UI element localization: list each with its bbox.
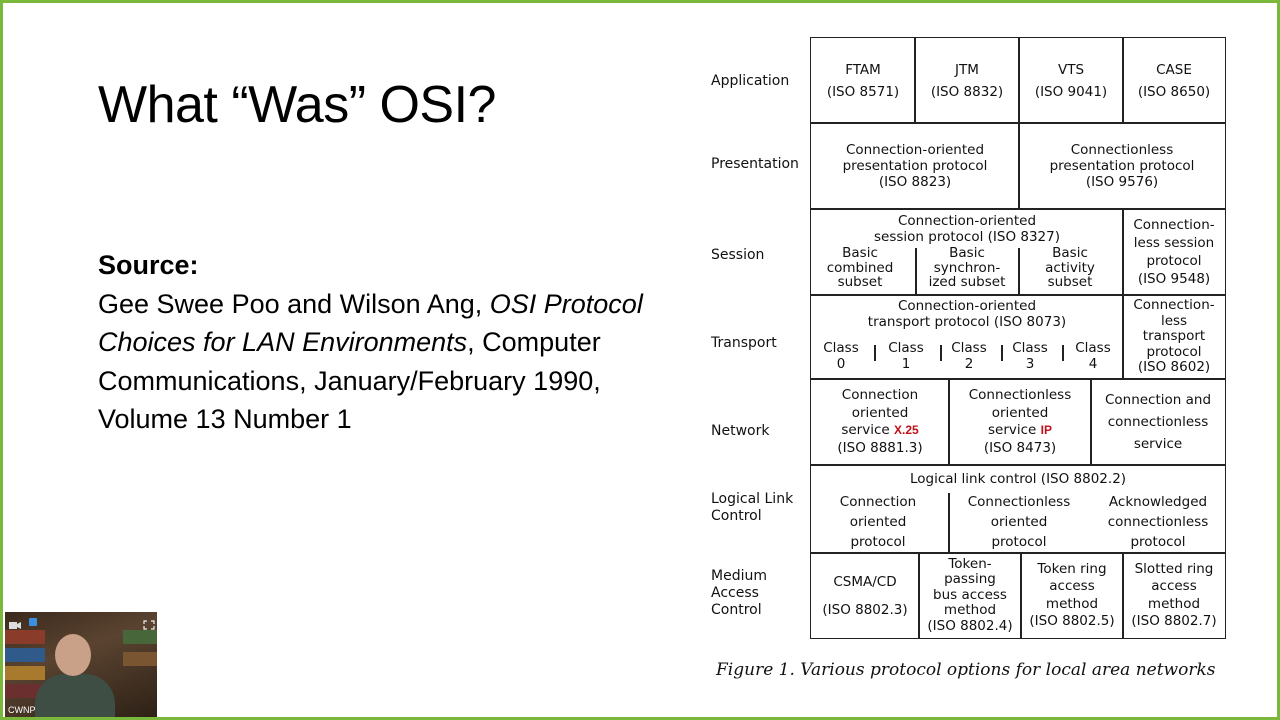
layer-label-mac: Medium Access Control [711, 568, 767, 618]
app-cell-case: CASE(ISO 8650) [1122, 37, 1226, 124]
llc-header-cell: Logical link control (ISO 8802.2) [810, 464, 1226, 554]
session-subset-divider [915, 248, 917, 294]
transport-class-divider [874, 345, 876, 361]
layer-label-application: Application [711, 73, 790, 89]
mac-csma-cd: CSMA/CD(ISO 8802.3) [810, 552, 920, 639]
bookshelf [123, 652, 157, 666]
app-cell-vts: VTS(ISO 9041) [1018, 37, 1124, 124]
source-authors: Gee Swee Poo and Wilson Ang, [98, 288, 490, 319]
webcam-overlay[interactable]: CWNP [5, 612, 157, 717]
ip-highlight: IP [1040, 423, 1052, 437]
source-citation: Source: Gee Swee Poo and Wilson Ang, OSI… [98, 246, 668, 439]
camera-icon[interactable] [9, 617, 21, 629]
slide: What “Was” OSI? Source: Gee Swee Poo and… [3, 3, 1277, 717]
app-cell-jtm: JTM(ISO 8832) [914, 37, 1020, 124]
layer-label-transport: Transport [711, 335, 777, 351]
x25-highlight: X.25 [893, 423, 919, 437]
source-heading: Source: [98, 250, 199, 280]
llc-col-divider [948, 493, 950, 553]
protocol-grid: FTAM(ISO 8571) JTM(ISO 8832) VTS(ISO 904… [810, 37, 1226, 639]
presenter-body [35, 674, 115, 717]
bookshelf [5, 648, 45, 662]
app-cell-ftam: FTAM(ISO 8571) [810, 37, 916, 124]
slide-title: What “Was” OSI? [98, 76, 496, 134]
layer-label-session: Session [711, 247, 765, 263]
layer-label-llc: Logical Link Control [711, 491, 794, 524]
figure-caption: Figure 1. Various protocol options for l… [716, 660, 1216, 680]
bookshelf [5, 684, 45, 698]
mic-icon[interactable] [29, 618, 37, 626]
bookshelf [5, 630, 45, 644]
expand-icon[interactable] [143, 617, 155, 630]
session-subset-divider [1018, 248, 1020, 294]
source-publication: , Computer Communications, January/Febru… [98, 327, 601, 434]
transport-class-divider [1062, 345, 1064, 361]
webcam-label: CWNP [8, 705, 36, 715]
layer-label-presentation: Presentation [711, 156, 799, 172]
presenter-head [55, 634, 91, 676]
bookshelf [123, 630, 157, 644]
osi-protocol-figure: Application Presentation Session Transpo… [703, 31, 1238, 711]
source-paper-title: OSI Protocol Choices for LAN Environment… [98, 288, 643, 358]
transport-class-divider [940, 345, 942, 361]
layer-label-network: Network [711, 423, 770, 439]
bookshelf [5, 666, 45, 680]
transport-class-divider [1001, 345, 1003, 361]
